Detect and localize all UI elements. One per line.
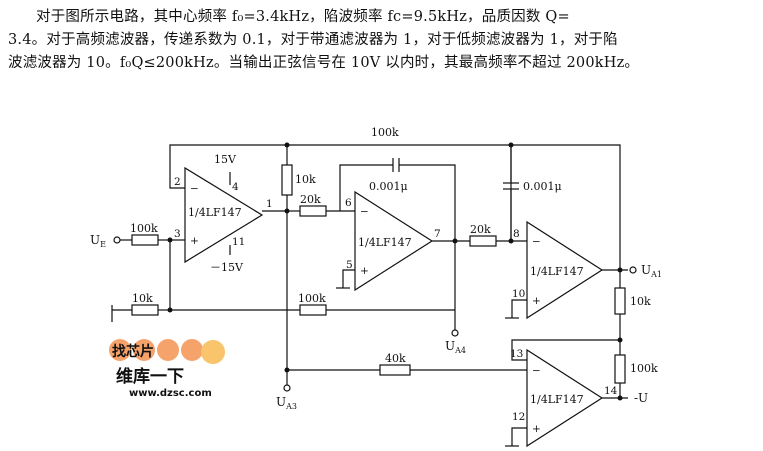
resistor-100k-bottom xyxy=(299,304,327,316)
resistor-20k-2 xyxy=(469,235,497,247)
label-100k-vertical: 100k xyxy=(630,362,658,375)
opamp-1-minus: − xyxy=(190,183,199,195)
label-10k-vertical: 10k xyxy=(295,173,316,186)
resistor-100k-input xyxy=(131,234,159,246)
label-100k-top: 100k xyxy=(371,126,399,139)
watermark-top-text: 找芯片 xyxy=(112,343,154,360)
pin-5: 5 xyxy=(346,259,353,271)
supply-positive: 15V xyxy=(214,153,237,166)
pin-14: 14 xyxy=(604,385,618,397)
resistor-10k-ua1 xyxy=(614,287,626,315)
resistor-40k xyxy=(379,364,411,376)
pin-10: 10 xyxy=(512,288,525,300)
label-ua4: UA4 xyxy=(445,339,466,355)
output-terminal-ua4 xyxy=(451,329,459,337)
opamp-2-label: 1/4LF147 xyxy=(358,236,412,249)
resistor-100k-vertical xyxy=(614,354,626,384)
pin-3: 3 xyxy=(174,228,181,240)
opamp-4-minus: − xyxy=(532,365,541,377)
label-ua3: UA3 xyxy=(276,395,297,411)
description-line-2: 3.4。对于高频滤波器，传递系数为 0.1，对于带通滤波器为 1，对于低频滤波器… xyxy=(8,32,618,48)
opamp-2-plus: + xyxy=(360,265,369,277)
opamp-2-minus: − xyxy=(360,206,369,218)
resistor-10k-vertical xyxy=(281,164,293,196)
label-ue: UE xyxy=(90,233,106,249)
watermark-url: www.dzsc.com xyxy=(129,388,212,399)
opamp-1-symbol xyxy=(184,166,264,264)
label-cap-1: 0.001μ xyxy=(369,180,408,193)
opamp-3-label: 1/4LF147 xyxy=(530,265,584,278)
supply-negative: －15V xyxy=(210,261,244,274)
output-terminal-ua1 xyxy=(629,266,637,274)
label-cap-2: 0.001μ xyxy=(523,180,562,193)
watermark-logo: 找芯片 维库一下 www.dzsc.com xyxy=(109,339,225,399)
label-20k-2: 20k xyxy=(470,223,491,236)
pin-1: 1 xyxy=(266,198,273,210)
resistor-20k-1 xyxy=(299,205,327,217)
input-terminal-ue xyxy=(113,236,121,244)
opamp-3-plus: + xyxy=(532,295,541,307)
pin-12: 12 xyxy=(512,411,525,423)
opamp-1-label: 1/4LF147 xyxy=(188,206,242,219)
label-ua1: UA1 xyxy=(641,263,662,279)
opamp-2-symbol xyxy=(354,190,434,292)
pin-4: 4 xyxy=(232,181,239,193)
problem-description: 对于图所示电路，其中心频率 f₀=3.4kHz，陷波频率 fc=9.5kHz，品… xyxy=(8,6,756,75)
opamp-3-minus: − xyxy=(532,236,541,248)
label-10k-ua1: 10k xyxy=(630,295,651,308)
output-terminal-ua3 xyxy=(283,384,291,392)
opamp-3-symbol xyxy=(526,220,604,320)
opamp-4-symbol xyxy=(526,348,604,448)
opamp-1-plus: + xyxy=(190,235,199,247)
pin-8: 8 xyxy=(513,228,520,240)
pin-13: 13 xyxy=(510,348,523,360)
label-10k-ground: 10k xyxy=(132,292,153,305)
label-40k: 40k xyxy=(385,352,406,365)
label-100k-input: 100k xyxy=(130,222,158,235)
watermark-middle-text: 维库一下 xyxy=(116,366,184,387)
description-line-1: 对于图所示电路，其中心频率 f₀=3.4kHz，陷波频率 fc=9.5kHz，品… xyxy=(36,9,570,25)
label-u-out: -U xyxy=(634,391,648,405)
pin-2: 2 xyxy=(174,176,181,188)
pin-6: 6 xyxy=(345,197,352,209)
pin-7: 7 xyxy=(434,228,441,240)
pin-11: 11 xyxy=(232,236,245,248)
opamp-4-label: 1/4LF147 xyxy=(530,393,584,406)
resistor-10k-ground xyxy=(131,304,159,316)
description-line-3: 波滤波器为 10。f₀Q≤200kHz。当输出正弦信号在 10V 以内时，其最高… xyxy=(8,55,640,71)
label-100k-bottom: 100k xyxy=(298,292,326,305)
label-20k-1: 20k xyxy=(300,193,321,206)
opamp-4-plus: + xyxy=(532,423,541,435)
